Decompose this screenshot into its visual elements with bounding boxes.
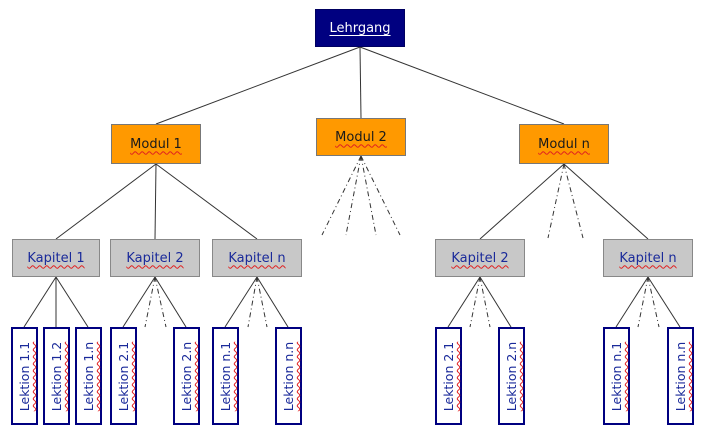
lesson-node: Lektion 1.2 xyxy=(43,327,70,425)
connector-line xyxy=(55,276,89,328)
connector-line xyxy=(479,163,565,240)
course-node: Lehrgang xyxy=(315,9,405,47)
lesson-label: Lektion 2.1 xyxy=(441,341,457,411)
lesson-label: Lektion 2.n xyxy=(504,341,520,411)
connector-line xyxy=(154,163,157,240)
dashed-connector-line xyxy=(144,276,156,328)
chapter-label: Kapitel n xyxy=(619,250,677,266)
module-node-2: Modul 2 xyxy=(316,118,406,156)
dashed-connector-line xyxy=(247,276,258,328)
dashed-connector-line xyxy=(479,276,491,328)
connector-line xyxy=(154,276,187,328)
dashed-connector-line xyxy=(321,155,362,236)
lesson-node: Lektion 2.n xyxy=(173,327,200,425)
connector-line xyxy=(224,276,258,328)
dashed-connector-line xyxy=(647,276,660,328)
dashed-connector-line xyxy=(547,163,565,239)
connector-line xyxy=(155,46,361,125)
connector-line xyxy=(359,46,362,119)
connector-line xyxy=(647,276,681,328)
lesson-node: Lektion 1.n xyxy=(75,327,102,425)
dashed-connector-line xyxy=(154,276,167,328)
dashed-connector-line xyxy=(469,276,481,328)
lesson-node: Lektion n.n xyxy=(667,327,694,425)
lesson-node: Lektion 2.n xyxy=(498,327,525,425)
connector-line xyxy=(615,276,649,328)
module-label: Modul 1 xyxy=(130,136,182,152)
connector-line xyxy=(359,46,565,125)
module-node-1: Modul 1 xyxy=(111,124,201,164)
module-node-n: Modul n xyxy=(519,124,609,164)
lesson-label: Lektion n.n xyxy=(673,341,689,411)
lesson-label: Lektion n.1 xyxy=(218,341,234,411)
connector-line xyxy=(122,276,156,328)
dashed-connector-line xyxy=(563,163,584,239)
connector-line xyxy=(155,163,258,240)
module-label: Modul n xyxy=(538,136,590,152)
lesson-node: Lektion 2.1 xyxy=(435,327,462,425)
lesson-node: Lektion n.1 xyxy=(603,327,630,425)
connector-line xyxy=(479,276,512,328)
dashed-connector-line xyxy=(256,276,268,328)
connector-line xyxy=(256,276,289,328)
lesson-label: Lektion n.1 xyxy=(609,341,625,411)
chapter-node: Kapitel 2 xyxy=(110,239,200,277)
lesson-node: Lektion 1.1 xyxy=(11,327,38,425)
connector-line xyxy=(55,163,157,240)
lesson-label: Lektion 1.1 xyxy=(17,341,33,411)
chapter-label: Kapitel 2 xyxy=(451,250,509,266)
chapter-node: Kapitel 1 xyxy=(12,239,100,277)
lesson-label: Lektion 2.n xyxy=(179,341,195,411)
connector-line xyxy=(447,276,481,328)
chapter-label: Kapitel 2 xyxy=(126,250,184,266)
lesson-label: Lektion 1.n xyxy=(81,341,97,411)
lesson-node: Lektion 2.1 xyxy=(110,327,137,425)
module-label: Modul 2 xyxy=(335,129,387,145)
lesson-label: Lektion n.n xyxy=(281,341,297,411)
chapter-label: Kapitel 1 xyxy=(27,250,85,266)
connector-line xyxy=(563,163,649,240)
lesson-node: Lektion n.1 xyxy=(212,327,239,425)
chapter-node: Kapitel n xyxy=(603,239,693,277)
lesson-label: Lektion 1.2 xyxy=(49,341,65,411)
dashed-connector-line xyxy=(345,155,362,236)
chapter-node: Kapitel n xyxy=(212,239,302,277)
dashed-connector-line xyxy=(637,276,649,328)
course-label: Lehrgang xyxy=(329,20,391,36)
connector-line xyxy=(23,276,57,328)
dashed-connector-line xyxy=(360,155,377,236)
lesson-node: Lektion n.n xyxy=(275,327,302,425)
lesson-label: Lektion 2.1 xyxy=(116,341,132,411)
dashed-connector-line xyxy=(360,155,401,236)
chapter-label: Kapitel n xyxy=(228,250,286,266)
chapter-node: Kapitel 2 xyxy=(435,239,525,277)
